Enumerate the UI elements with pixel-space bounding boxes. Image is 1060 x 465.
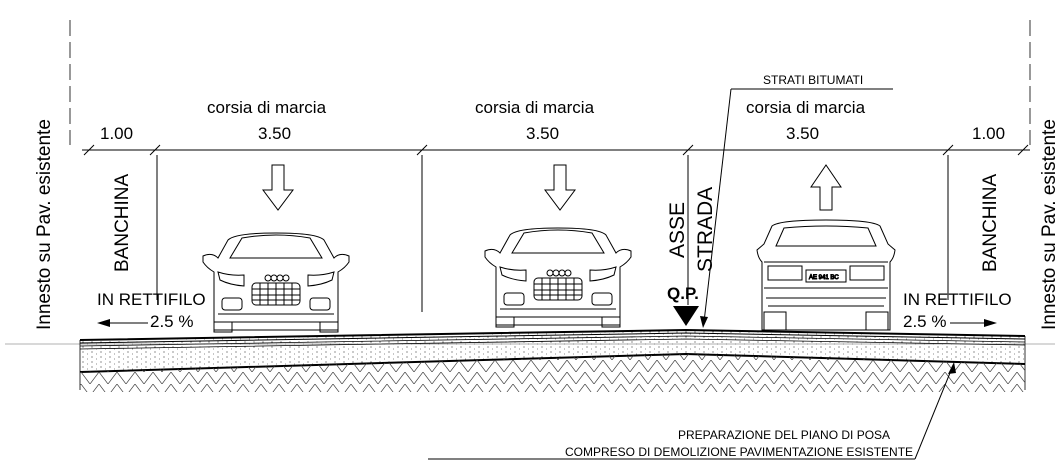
callout-preparazione: PREPARAZIONE DEL PIANO DI POSA COMPRESO … xyxy=(428,362,956,460)
lane-1-width: 3.50 xyxy=(258,124,291,143)
slope-left-label: IN RETTIFILO xyxy=(97,290,206,309)
existing-pavement-left-label: Innesto su Pav. esistente xyxy=(34,119,55,330)
lane-3-name: corsia di marcia xyxy=(746,98,866,117)
dimension-line xyxy=(82,144,1030,156)
license-plate: AE 941 BC xyxy=(809,275,839,281)
existing-pavement-right: Innesto su Pav. esistente xyxy=(1029,20,1060,330)
lane-2-width: 3.50 xyxy=(526,124,559,143)
axis-label-strada: STRADA xyxy=(694,187,717,272)
existing-pavement-left: Innesto su Pav. esistente xyxy=(34,20,71,330)
lane-1-arrow-down-icon xyxy=(262,164,294,211)
slope-right-value: 2.5 % xyxy=(903,312,946,331)
shoulder-left-width: 1.00 xyxy=(100,124,133,143)
callout-strati-bitumati: STRATI BITUMATI xyxy=(700,73,893,328)
shoulder-right-width: 1.00 xyxy=(972,124,1005,143)
axis-qp-label: Q.P. xyxy=(667,284,699,303)
existing-pavement-right-label: Innesto su Pav. esistente xyxy=(1039,119,1060,330)
car-rear-icon: AE 941 BC xyxy=(756,219,896,331)
car-front-icon xyxy=(484,227,632,328)
lane-3-arrow-up-icon xyxy=(810,164,842,211)
shoulder-left-label: BANCHINA xyxy=(112,173,133,272)
subgrade-hatch xyxy=(80,354,1025,392)
slope-right-label: IN RETTIFILO xyxy=(903,290,1012,309)
axis-marker-icon xyxy=(673,306,699,326)
slope-left-arrow-icon xyxy=(97,319,148,327)
callout-preparazione-line1: PREPARAZIONE DEL PIANO DI POSA xyxy=(678,428,890,442)
axis-label-asse: ASSE xyxy=(666,202,689,258)
slope-left-value: 2.5 % xyxy=(150,312,193,331)
lane-1-name: corsia di marcia xyxy=(207,98,327,117)
car-front-icon xyxy=(202,232,350,333)
lane-3-width: 3.50 xyxy=(786,124,819,143)
shoulder-right-label: BANCHINA xyxy=(980,173,1001,272)
callout-preparazione-line2: COMPRESO DI DEMOLIZIONE PAVIMENTAZIONE E… xyxy=(565,445,913,459)
callout-strati-bitumati-text: STRATI BITUMATI xyxy=(763,73,863,87)
slope-right-arrow-icon xyxy=(950,319,997,327)
lane-2-arrow-down-icon xyxy=(544,164,576,211)
lane-2-name: corsia di marcia xyxy=(475,98,595,117)
